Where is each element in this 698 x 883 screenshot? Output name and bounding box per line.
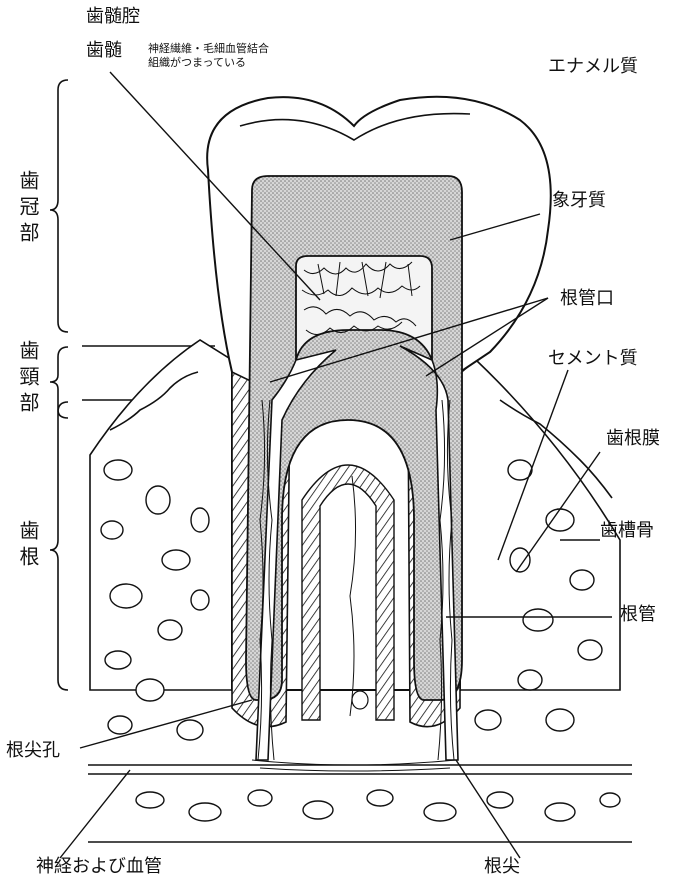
label-pulp: 歯髄 bbox=[86, 42, 122, 60]
label-alveolar-bone: 歯槽骨 bbox=[600, 522, 654, 540]
label-cementum: セメント質 bbox=[548, 350, 638, 368]
label-apex: 根尖 bbox=[484, 858, 520, 876]
basal-bone bbox=[88, 765, 632, 842]
label-pulp-note-2: 組織がつまっている bbox=[148, 56, 246, 69]
label-periodontal-ligament: 歯根膜 bbox=[606, 430, 660, 448]
region-crown: 歯冠部 bbox=[18, 170, 38, 248]
label-canal-orifice: 根管口 bbox=[560, 290, 614, 308]
region-neck: 歯頸部 bbox=[18, 340, 38, 418]
label-apical-foramen: 根尖孔 bbox=[6, 742, 60, 760]
label-pulp-cavity: 歯髄腔 bbox=[86, 8, 140, 26]
label-nerve-vessels: 神経および血管 bbox=[36, 858, 162, 876]
label-enamel: エナメル質 bbox=[548, 58, 638, 76]
label-pulp-note-1: 神経繊維・毛細血管結合 bbox=[148, 42, 269, 55]
region-root: 歯根 bbox=[18, 520, 38, 572]
label-root-canal: 根管 bbox=[620, 606, 656, 624]
label-dentin: 象牙質 bbox=[552, 192, 606, 210]
